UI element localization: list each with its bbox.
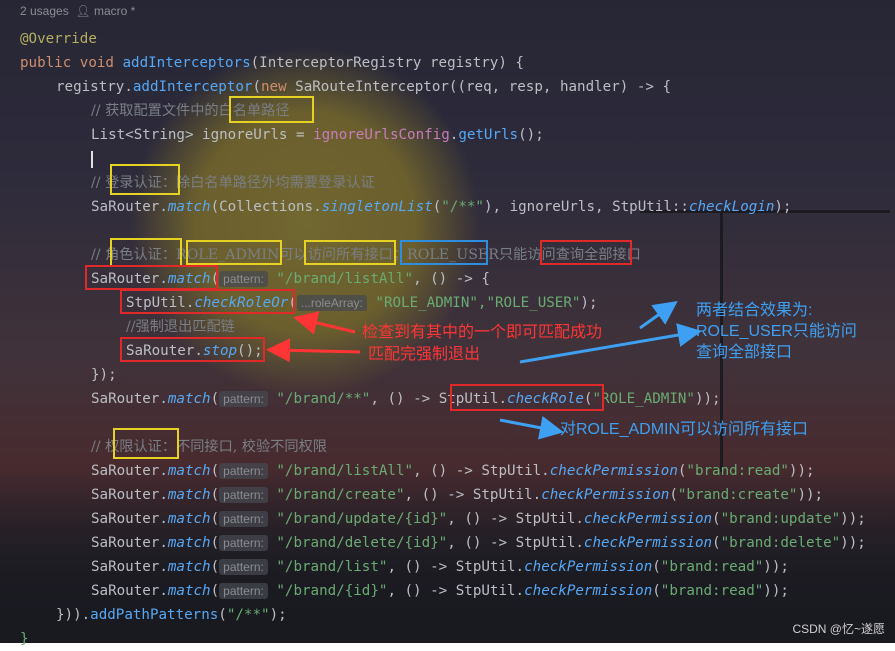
usages-hint[interactable]: 2 usages 👤︎ macro * — [20, 4, 135, 18]
param-hint: pattern: — [219, 391, 268, 407]
usages-count[interactable]: 2 usages — [20, 4, 69, 18]
param-hint: pattern: — [219, 271, 268, 287]
code-line-check-login: SaRouter.match(Collections.singletonList… — [91, 199, 792, 215]
code-line-add-interceptor: registry.addInterceptor(new SaRouteInter… — [56, 79, 672, 95]
param-hint: pattern: — [219, 487, 268, 503]
code-line-check-role-admin: SaRouter.match(pattern: "/brand/**", () … — [91, 391, 721, 407]
annotation-admin-all: 对ROLE_ADMIN可以访问所有接口 — [560, 421, 809, 438]
code-line-permission-rule: SaRouter.match(pattern: "/brand/update/{… — [91, 511, 866, 527]
text-caret — [91, 150, 93, 168]
code-line-match-listall: SaRouter.match(pattern: "/brand/listAll"… — [91, 271, 490, 287]
code-line-close-lambda: }); — [91, 367, 117, 383]
arrow-red-2 — [266, 338, 361, 363]
code-line-ignore-urls: List<String> ignoreUrls = ignoreUrlsConf… — [91, 127, 544, 143]
annotation-match-any: 检查到有其中的一个即可匹配成功 — [362, 324, 603, 341]
code-line-check-role-or: StpUtil.checkRoleOr(...roleArray: "ROLE_… — [126, 295, 598, 311]
code-line-permission-rule: SaRouter.match(pattern: "/brand/create",… — [91, 487, 824, 503]
code-line-permission-rule: SaRouter.match(pattern: "/brand/{id}", (… — [91, 583, 789, 599]
code-line-permission-rule: SaRouter.match(pattern: "/brand/listAll"… — [91, 463, 815, 479]
arrow-blue-1 — [639, 301, 678, 330]
param-hint: pattern: — [219, 535, 268, 551]
code-comment-login: // 登录认证：除白名单路径外均需要登录认证 — [91, 175, 375, 191]
code-comment-whitelist: // 获取配置文件中的白名单路径 — [91, 103, 290, 119]
author-name: macro * — [93, 4, 136, 18]
param-hint: pattern: — [219, 511, 268, 527]
param-hint: ...roleArray: — [296, 295, 367, 311]
code-comment-permission: // 权限认证：不同接口, 校验不同权限 — [91, 439, 327, 455]
code-line-permission-rule: SaRouter.match(pattern: "/brand/list", (… — [91, 559, 789, 575]
annotation-force-exit: 匹配完强制退出 — [368, 346, 481, 363]
user-icon: 👤︎ — [75, 4, 91, 18]
code-line-method-signature: public void addInterceptors(InterceptorR… — [20, 55, 524, 71]
param-hint: pattern: — [219, 559, 268, 575]
text-cursor-line[interactable] — [91, 147, 93, 171]
code-comment-role: // 角色认证：ROLE_ADMIN可以访问所有接口；ROLE_USER只能访问… — [91, 247, 641, 263]
annotation-combined-effect: 两者结合效果为: ROLE_USER只能访问 查询全部接口 — [696, 302, 857, 361]
watermark: CSDN @忆~遂愿 — [792, 622, 885, 636]
code-line-add-path-patterns: })).addPathPatterns("/**"); — [56, 607, 287, 623]
param-hint: pattern: — [219, 463, 268, 479]
arrow-blue-3 — [499, 415, 564, 440]
code-line-router-stop: SaRouter.stop(); — [126, 343, 263, 359]
arrow-red-1 — [293, 311, 356, 335]
code-line-permission-rule: SaRouter.match(pattern: "/brand/delete/{… — [91, 535, 866, 551]
code-comment-force-exit: //强制退出匹配链 — [126, 319, 235, 335]
code-line-override: @Override — [20, 31, 97, 47]
param-hint: pattern: — [219, 583, 268, 599]
arrow-blue-2 — [519, 323, 702, 364]
code-line-close-brace: } — [20, 631, 29, 647]
